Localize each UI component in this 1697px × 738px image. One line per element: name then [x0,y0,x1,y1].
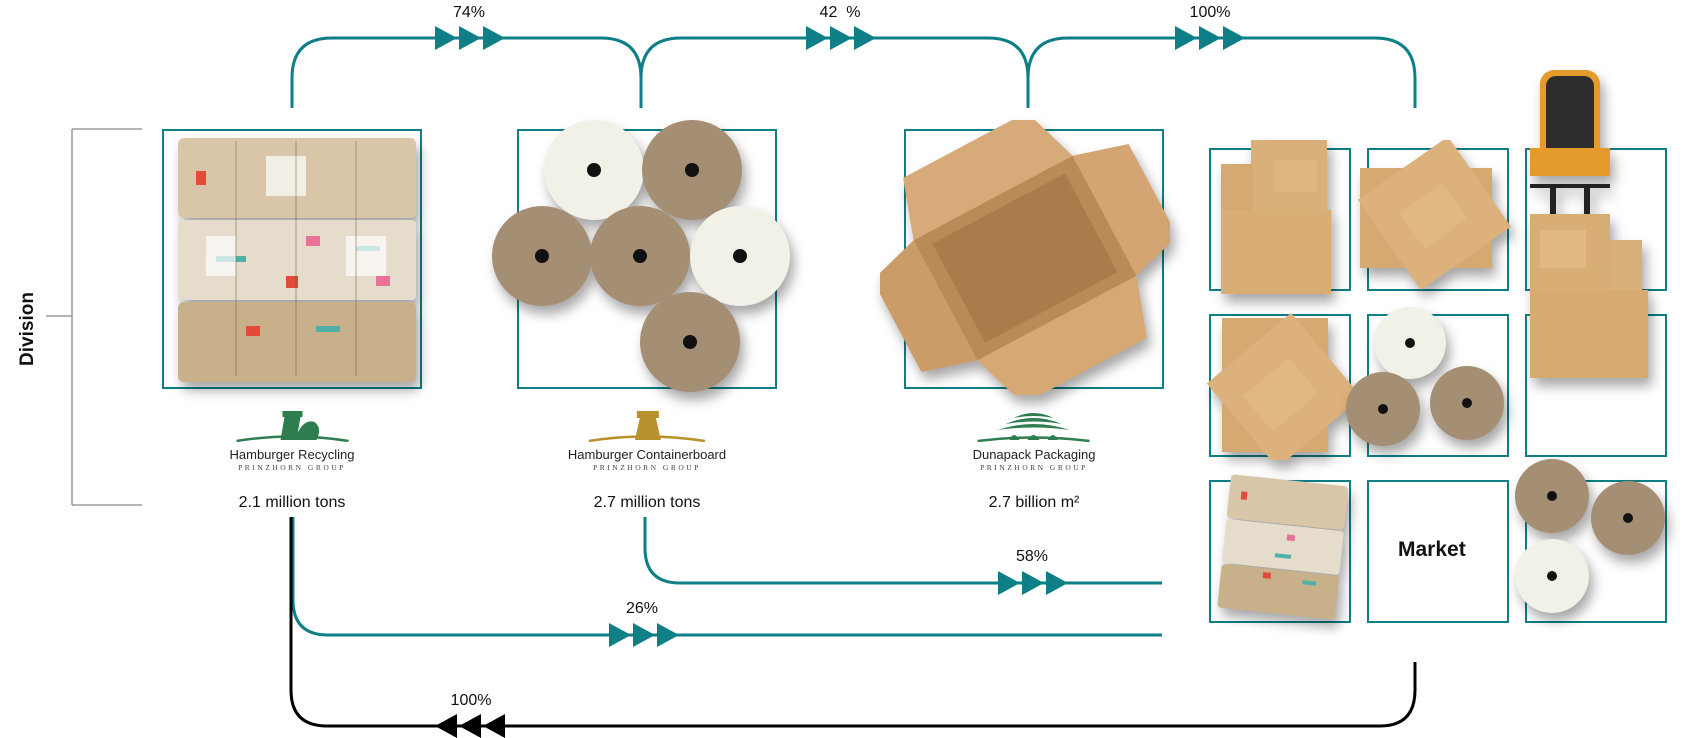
dunapack-logo-icon [977,413,1091,443]
paper-rolls-icon [1515,459,1665,613]
arrow-icon [1175,26,1245,50]
division-output: 2.7 billion m² [988,494,1080,511]
containerboard-logo-icon [588,411,706,443]
division-output: 2.7 million tons [593,494,701,511]
division-name: Hamburger Containerboard [567,447,727,462]
flow-line-containerboard-to-dunapack [639,36,1030,108]
forklift-boxes-icon [1530,70,1648,378]
division-name: Hamburger Recycling [229,447,355,462]
division-axis-label: Division [17,292,38,366]
flow-label: 74% [452,4,486,21]
logo-dunapack-packaging: Dunapack Packaging PRINZHORN GROUP [972,410,1096,472]
arrow-icon [609,623,679,647]
flow-label: 100% [450,692,492,709]
flow-label: 100% [1189,4,1231,21]
paper-bale-icon [178,138,416,382]
division-group: PRINZHORN GROUP [593,463,701,472]
return-arrow-icon [435,714,505,738]
market-tile [1367,480,1509,623]
arrow-icon [998,571,1068,595]
open-box-icon [880,120,1170,395]
division-name: Dunapack Packaging [972,447,1096,462]
flow-line-dunapack-to-market [1026,36,1417,108]
boxes-stack-icon [1221,140,1331,294]
flow-label: 58% [1015,548,1049,565]
flow-line-market-to-recycling [289,517,1417,728]
logo-hamburger-recycling: Hamburger Recycling PRINZHORN GROUP [230,410,355,472]
flat-boxes-icon [1206,312,1360,460]
division-bracket [46,128,142,506]
paper-bale-icon [1217,474,1349,619]
flow-line-containerboard-to-market [643,517,1162,585]
paper-rolls-icon [492,120,790,392]
paper-rolls-icon [1346,307,1504,446]
flow-label: 26% [625,600,659,617]
division-output: 2.1 million tons [238,494,346,511]
flat-boxes-icon [1357,140,1512,290]
flow-label: 42 % [819,4,861,21]
arrow-icon [435,26,505,50]
market-label: Market [1398,538,1466,561]
recycling-logo-icon [235,411,349,443]
arrow-icon [806,26,876,50]
flow-line-recycling-to-market [291,517,1162,637]
division-group: PRINZHORN GROUP [238,463,346,472]
logo-hamburger-containerboard: Hamburger Containerboard PRINZHORN GROUP [568,410,726,472]
flow-line-recycling-to-containerboard [290,36,643,108]
division-group: PRINZHORN GROUP [980,463,1088,472]
division-frame-recycling [162,129,422,389]
